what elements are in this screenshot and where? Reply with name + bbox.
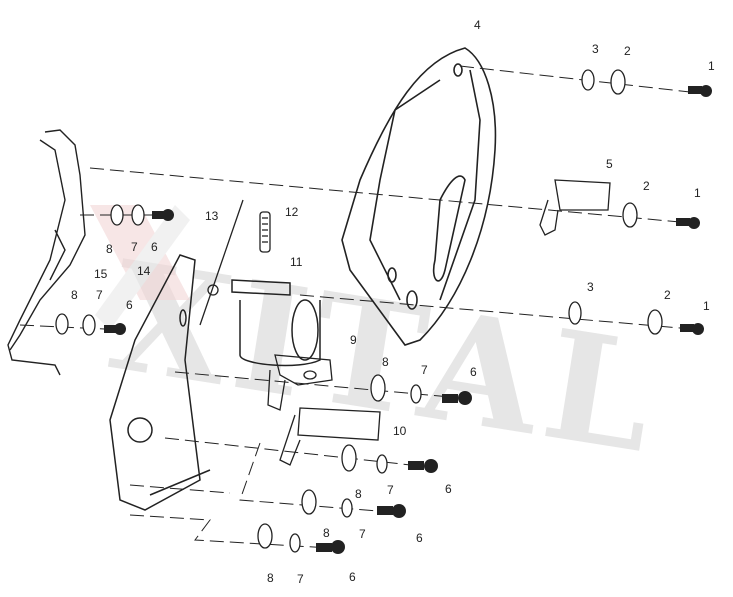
part-5-bracket (539, 179, 611, 236)
part-9-clamp (267, 354, 333, 411)
part-10-bracket (279, 407, 381, 466)
part-callout-6: 6 (151, 240, 158, 254)
part-callout-7: 7 (359, 527, 366, 541)
part-callout-7: 7 (96, 288, 103, 302)
part-12-spring (259, 211, 271, 253)
part-13-rod (199, 199, 244, 326)
part-callout-14: 14 (137, 264, 151, 278)
part-callout-15: 15 (94, 267, 108, 281)
fasteners (55, 69, 663, 553)
part-callout-11: 11 (290, 255, 303, 269)
part-callout-7: 7 (297, 572, 304, 586)
part-callout-13: 13 (205, 209, 219, 223)
part-callout-6: 6 (349, 570, 356, 584)
part-4-plate (341, 47, 497, 346)
part-callout-6: 6 (416, 531, 423, 545)
part-callout-2: 2 (624, 44, 631, 58)
part-callout-7: 7 (387, 483, 394, 497)
part-callout-1: 1 (694, 186, 701, 200)
part-callout-1: 1 (703, 299, 710, 313)
part-callout-6: 6 (470, 365, 477, 379)
part-callout-9: 9 (350, 333, 357, 347)
part-callout-2: 2 (664, 288, 671, 302)
part-callout-10: 10 (393, 424, 407, 438)
part-callout-8: 8 (71, 288, 78, 302)
part-callout-5: 5 (606, 157, 613, 171)
part-callout-12: 12 (285, 205, 299, 219)
part-callout-2: 2 (643, 179, 650, 193)
part-callout-6: 6 (126, 298, 133, 312)
part-callout-4: 4 (474, 18, 481, 32)
part-callout-8: 8 (323, 526, 330, 540)
part-callout-8: 8 (382, 355, 389, 369)
part-callout-3: 3 (587, 280, 594, 294)
watermark-logo (90, 205, 190, 330)
part-callout-1: 1 (708, 59, 715, 73)
bolts (104, 85, 712, 554)
part-callout-7: 7 (421, 363, 428, 377)
part-callout-7: 7 (131, 240, 138, 254)
part-callout-8: 8 (267, 571, 274, 585)
part-callout-8: 8 (106, 242, 113, 256)
part-11-cylinder (231, 279, 321, 367)
part-14-plate (109, 254, 211, 511)
part-callout-8: 8 (355, 487, 362, 501)
part-15-bracket (7, 129, 86, 376)
part-callout-6: 6 (445, 482, 452, 496)
alignment-lines (19, 65, 691, 549)
part-callout-3: 3 (592, 42, 599, 56)
